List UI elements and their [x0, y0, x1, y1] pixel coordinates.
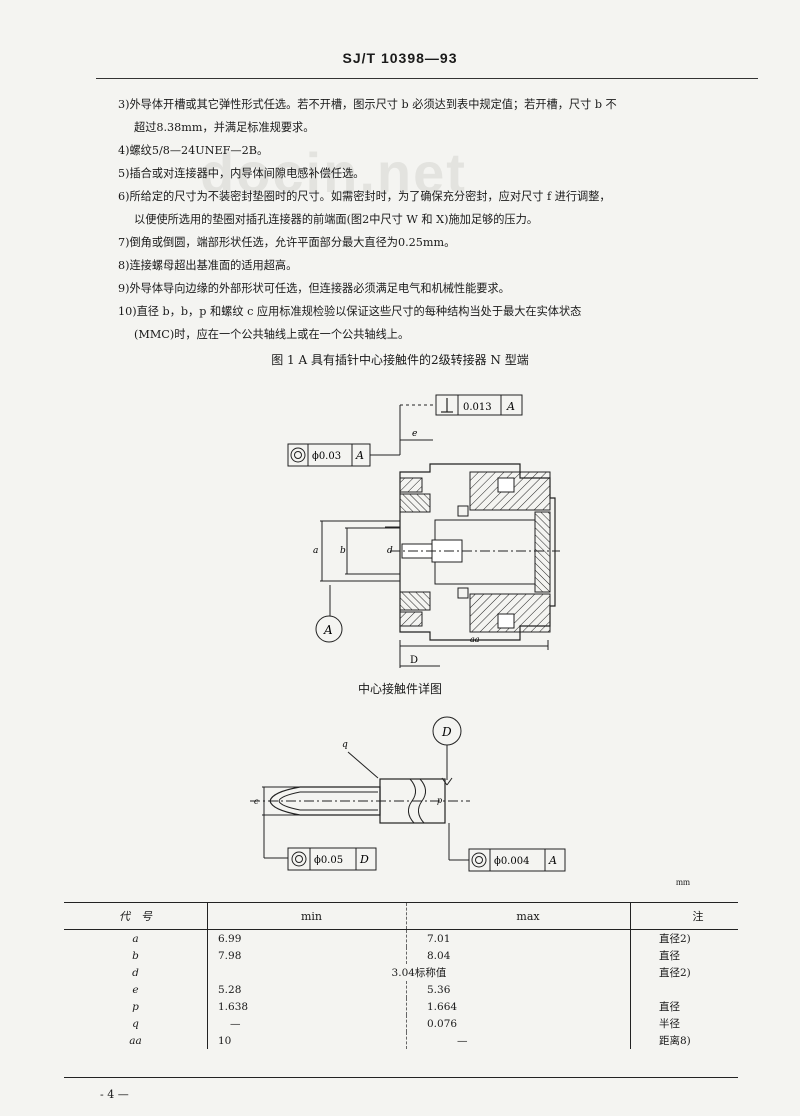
concentricity-frame-right: ϕ0.004 A — [468, 848, 566, 872]
figure-title: 图 1 A 具有插针中心接触件的2级转接器 N 型端 — [271, 353, 529, 367]
dimension-table: 代 号 min max 注 a 6.99 7.01 直径2) b 7.98 8.… — [64, 903, 738, 1049]
table-row: e 5.28 5.36 — [64, 981, 738, 998]
detail-title: 中心接触件详图 — [357, 682, 442, 696]
conc-left-value: ϕ0.05 — [314, 855, 343, 866]
header-note: 注 — [630, 903, 738, 930]
document-header: SJ/T 10398—93 — [342, 50, 458, 66]
conc-value: ϕ0.03 — [312, 451, 341, 462]
cell-note: 直径2) — [630, 929, 738, 947]
dim-p-label: p — [437, 796, 442, 805]
table-header-row: 代 号 min max 注 — [64, 903, 738, 930]
cell-code: e — [132, 983, 139, 996]
cell-code: a — [132, 932, 139, 945]
dim-q-label: q — [342, 740, 348, 750]
note-5: 5)插合或对连接器中，内导体间隙电感补偿任选。 — [118, 167, 365, 180]
left-dimensions: a b A — [313, 520, 400, 643]
note-3-line2: 超过8.38mm，并满足标准规要求。 — [134, 121, 315, 134]
cell-code: b — [132, 949, 139, 962]
dim-c-label: c — [254, 797, 259, 806]
cell-max: 8.04 — [406, 947, 631, 964]
cell-note — [630, 981, 738, 998]
table-bottom-rule — [64, 1077, 738, 1078]
cell-min: 7.98 — [207, 947, 407, 964]
dim-aa-label: aa — [470, 635, 480, 644]
cell-min: 10 — [207, 1032, 407, 1049]
cell-code: q — [132, 1017, 139, 1030]
note-6-line2: 以便使所选用的垫圈对插孔连接器的前端面(图2中尺寸 W 和 X)施加足够的压力。 — [134, 213, 538, 226]
note-8: 8)连接螺母超出基准面的适用超高。 — [118, 259, 298, 272]
note-9: 9)外导体导向边缘的外部形状可任选，但连接器必须满足电气和机械性能要求。 — [118, 282, 510, 295]
dim-b-label: b — [340, 546, 346, 556]
cell-min: 1.638 — [207, 998, 407, 1015]
datum-d-label: D — [441, 725, 452, 739]
dim-D-label: D — [410, 655, 418, 666]
header-max: max — [406, 903, 631, 930]
cell-note: 直径 — [630, 947, 738, 964]
dim-e-label: e — [412, 429, 417, 439]
table-row: d 3.04标称值 直径2) — [64, 964, 738, 981]
header-rule — [96, 78, 758, 79]
cell-span: 3.04标称值 — [207, 964, 631, 981]
concentricity-frame-top: ϕ0.03 A — [287, 443, 400, 467]
table-row: aa 10 — 距离8) — [64, 1032, 738, 1049]
cell-min: — — [207, 1015, 407, 1032]
cell-note: 直径 — [630, 998, 738, 1015]
table-top-rule — [64, 902, 738, 903]
cell-max: — — [406, 1032, 631, 1049]
cell-max: 7.01 — [406, 929, 631, 947]
note-4: 4)螺纹5/8—24UNEF—2B。 — [118, 144, 269, 157]
cell-max: 0.076 — [406, 1015, 631, 1032]
table-row: b 7.98 8.04 直径 — [64, 947, 738, 964]
cell-min: 6.99 — [207, 929, 407, 947]
cell-code: p — [132, 1000, 139, 1013]
header-code: 代 号 — [64, 903, 208, 930]
concentricity-icon — [471, 852, 487, 868]
concentricity-icon — [291, 851, 307, 867]
cell-code: d — [132, 966, 139, 979]
pin-body — [250, 778, 470, 824]
concentricity-icon — [290, 447, 306, 463]
note-6-line1: 6)所给定的尺寸为不装密封垫圈时的尺寸。如需密封时，为了确保充分密封，应对尺寸 … — [118, 190, 611, 203]
datum-a-label: A — [323, 623, 333, 637]
conc-datum: A — [355, 449, 364, 462]
conc-left-datum: D — [359, 853, 369, 866]
conc-right-value: ϕ0.004 — [494, 856, 529, 867]
header-min: min — [207, 903, 407, 930]
note-10-line2: (MMC)时，应在一个公共轴线上或在一个公共轴线上。 — [134, 328, 410, 341]
cell-note: 半径 — [630, 1015, 738, 1032]
conc-right-datum: A — [548, 854, 557, 867]
unit-label: mm — [676, 877, 691, 887]
dim-d-label: d — [387, 546, 393, 556]
cell-code: aa — [129, 1034, 142, 1047]
cell-max: 1.664 — [406, 998, 631, 1015]
perp-datum: A — [506, 400, 515, 413]
dim-a-label: a — [313, 546, 318, 556]
perpendicularity-frame: 0.013 A — [399, 394, 523, 455]
note-3-line1: 3)外导体开槽或其它弹性形式任选。若不开槽，图示尺寸 b 必须达到表中规定值；若… — [118, 98, 617, 111]
cell-min: 5.28 — [207, 981, 407, 998]
datum-a-bubble — [315, 615, 343, 643]
cell-note: 直径2) — [630, 964, 738, 981]
note-10-line1: 10)直径 b，b，p 和螺纹 c 应用标准规检验以保证这些尺寸的每种结构当处于… — [118, 305, 582, 318]
table-row: p 1.638 1.664 直径 — [64, 998, 738, 1015]
page-number: - 4 — — [100, 1088, 129, 1101]
cell-max: 5.36 — [406, 981, 631, 998]
cell-note: 距离8) — [630, 1032, 738, 1049]
watermark: docin.net — [200, 141, 467, 204]
table-row: q — 0.076 半径 — [64, 1015, 738, 1032]
bottom-dimensions: aa D — [399, 635, 549, 668]
concentricity-frame-left: ϕ0.05 D — [287, 847, 377, 871]
note-7: 7)倒角或倒圆，端部形状任选，允许平面部分最大直径为0.25mm。 — [118, 236, 456, 249]
perp-value: 0.013 — [463, 402, 492, 413]
table-row: a 6.99 7.01 直径2) — [64, 929, 738, 947]
connector-body — [390, 463, 560, 641]
